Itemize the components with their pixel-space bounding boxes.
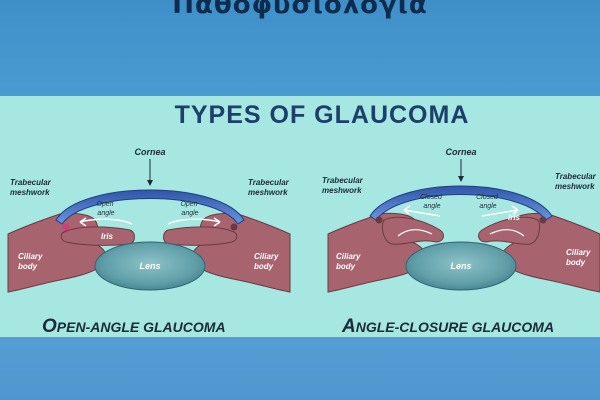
open-ciliary-left-line2: body — [18, 262, 38, 271]
closure-angle-left-line2: angle — [423, 203, 440, 210]
svg-text:Trabecular meshwork: Trabecular meshwork — [248, 178, 291, 197]
svg-text:Closed angle: Closed angle — [420, 194, 444, 210]
closure-lens-label: Lens — [450, 261, 471, 271]
diagram-title: TYPES OF GLAUCOMA — [175, 101, 470, 129]
closure-ciliary-left-line2: body — [336, 262, 356, 271]
slide-heading: Παθοφυσιολογία — [172, 0, 428, 20]
open-angle-left-line1: Open — [96, 201, 113, 208]
open-trabecular-right-line2: meshwork — [248, 188, 288, 197]
open-angle-right-line1: Open — [180, 201, 197, 208]
closure-ciliary-right-line2: body — [566, 258, 586, 267]
closure-trabecular-dot-left — [375, 216, 383, 224]
svg-text:Ciliary body: Ciliary body — [18, 252, 45, 271]
closure-angle-right-line1: Closed — [476, 194, 499, 201]
angle-closure-eye — [327, 159, 600, 293]
closure-trabecular-left-line1: Trabecular — [322, 176, 364, 185]
open-trabecular-left-line2: meshwork — [10, 188, 50, 197]
closure-iris-left — [381, 216, 444, 245]
open-trabecular-dot-right — [230, 223, 238, 231]
open-trabecular-right-line1: Trabecular — [248, 178, 290, 187]
open-trabecular-left-line1: Trabecular — [10, 178, 52, 187]
open-angle-right-line2: angle — [181, 210, 198, 217]
closure-flow-arrow-right — [481, 209, 519, 217]
glaucoma-diagram: TYPES OF GLAUCOMA Cornea Trabecular mesh… — [7, 101, 600, 337]
closure-cornea — [369, 185, 553, 221]
open-cornea — [55, 189, 245, 225]
closure-angle-right-line2: angle — [479, 203, 496, 210]
closure-lens — [405, 241, 517, 291]
open-flow-arrow-right — [167, 218, 221, 225]
svg-text:Ciliary body: Ciliary body — [566, 248, 593, 267]
closure-trabecular-dot-right — [539, 216, 547, 224]
open-angle-eye — [7, 159, 291, 293]
closure-cornea-label: Cornea — [445, 147, 476, 157]
open-ciliary-left-line1: Ciliary — [18, 252, 43, 261]
closure-trabecular-left-line2: meshwork — [322, 186, 362, 195]
svg-text:Ciliary body: Ciliary body — [336, 252, 363, 271]
svg-text:Closed angle: Closed angle — [476, 194, 500, 210]
angle-closure-caption: ANGLE-CLOSURE GLAUCOMA — [341, 316, 554, 337]
open-ciliary-right-line1: Ciliary — [254, 252, 279, 261]
open-cornea-label: Cornea — [134, 147, 165, 157]
open-lens-label: Lens — [139, 261, 160, 271]
closure-ciliary-left-line1: Ciliary — [336, 252, 361, 261]
closure-ciliary-right-line1: Ciliary — [566, 248, 591, 257]
glaucoma-diagram-panel: TYPES OF GLAUCOMA Cornea Trabecular mesh… — [0, 96, 600, 337]
open-iris-label: Iris — [101, 232, 114, 241]
open-trabecular-dot-left — [62, 223, 70, 231]
closure-iris-right — [478, 216, 541, 245]
closure-trabecular-right-line2: meshwork — [555, 182, 595, 191]
svg-text:Open angle: Open angle — [180, 201, 199, 217]
closure-trabecular-right-line1: Trabecular — [555, 172, 597, 181]
open-flow-arrow-left — [79, 218, 133, 225]
closure-angle-left-line1: Closed — [420, 194, 443, 201]
closure-flow-arrow-left — [403, 209, 441, 217]
open-iris-left — [60, 226, 135, 246]
open-angle-caption: OPEN-ANGLE GLAUCOMA — [42, 316, 226, 337]
open-lens — [94, 241, 206, 291]
open-iris-right — [163, 226, 238, 246]
svg-text:Trabecular meshwork: Trabecular meshwork — [555, 172, 598, 191]
open-ciliary-right-line2: body — [254, 262, 274, 271]
svg-text:Ciliary body: Ciliary body — [254, 252, 281, 271]
svg-text:Open angle: Open angle — [96, 201, 115, 217]
svg-text:Trabecular meshwork: Trabecular meshwork — [322, 176, 365, 195]
svg-text:Trabecular meshwork: Trabecular meshwork — [10, 178, 53, 197]
closure-iris-label: Iris — [508, 213, 521, 222]
open-angle-left-line2: angle — [97, 210, 114, 217]
